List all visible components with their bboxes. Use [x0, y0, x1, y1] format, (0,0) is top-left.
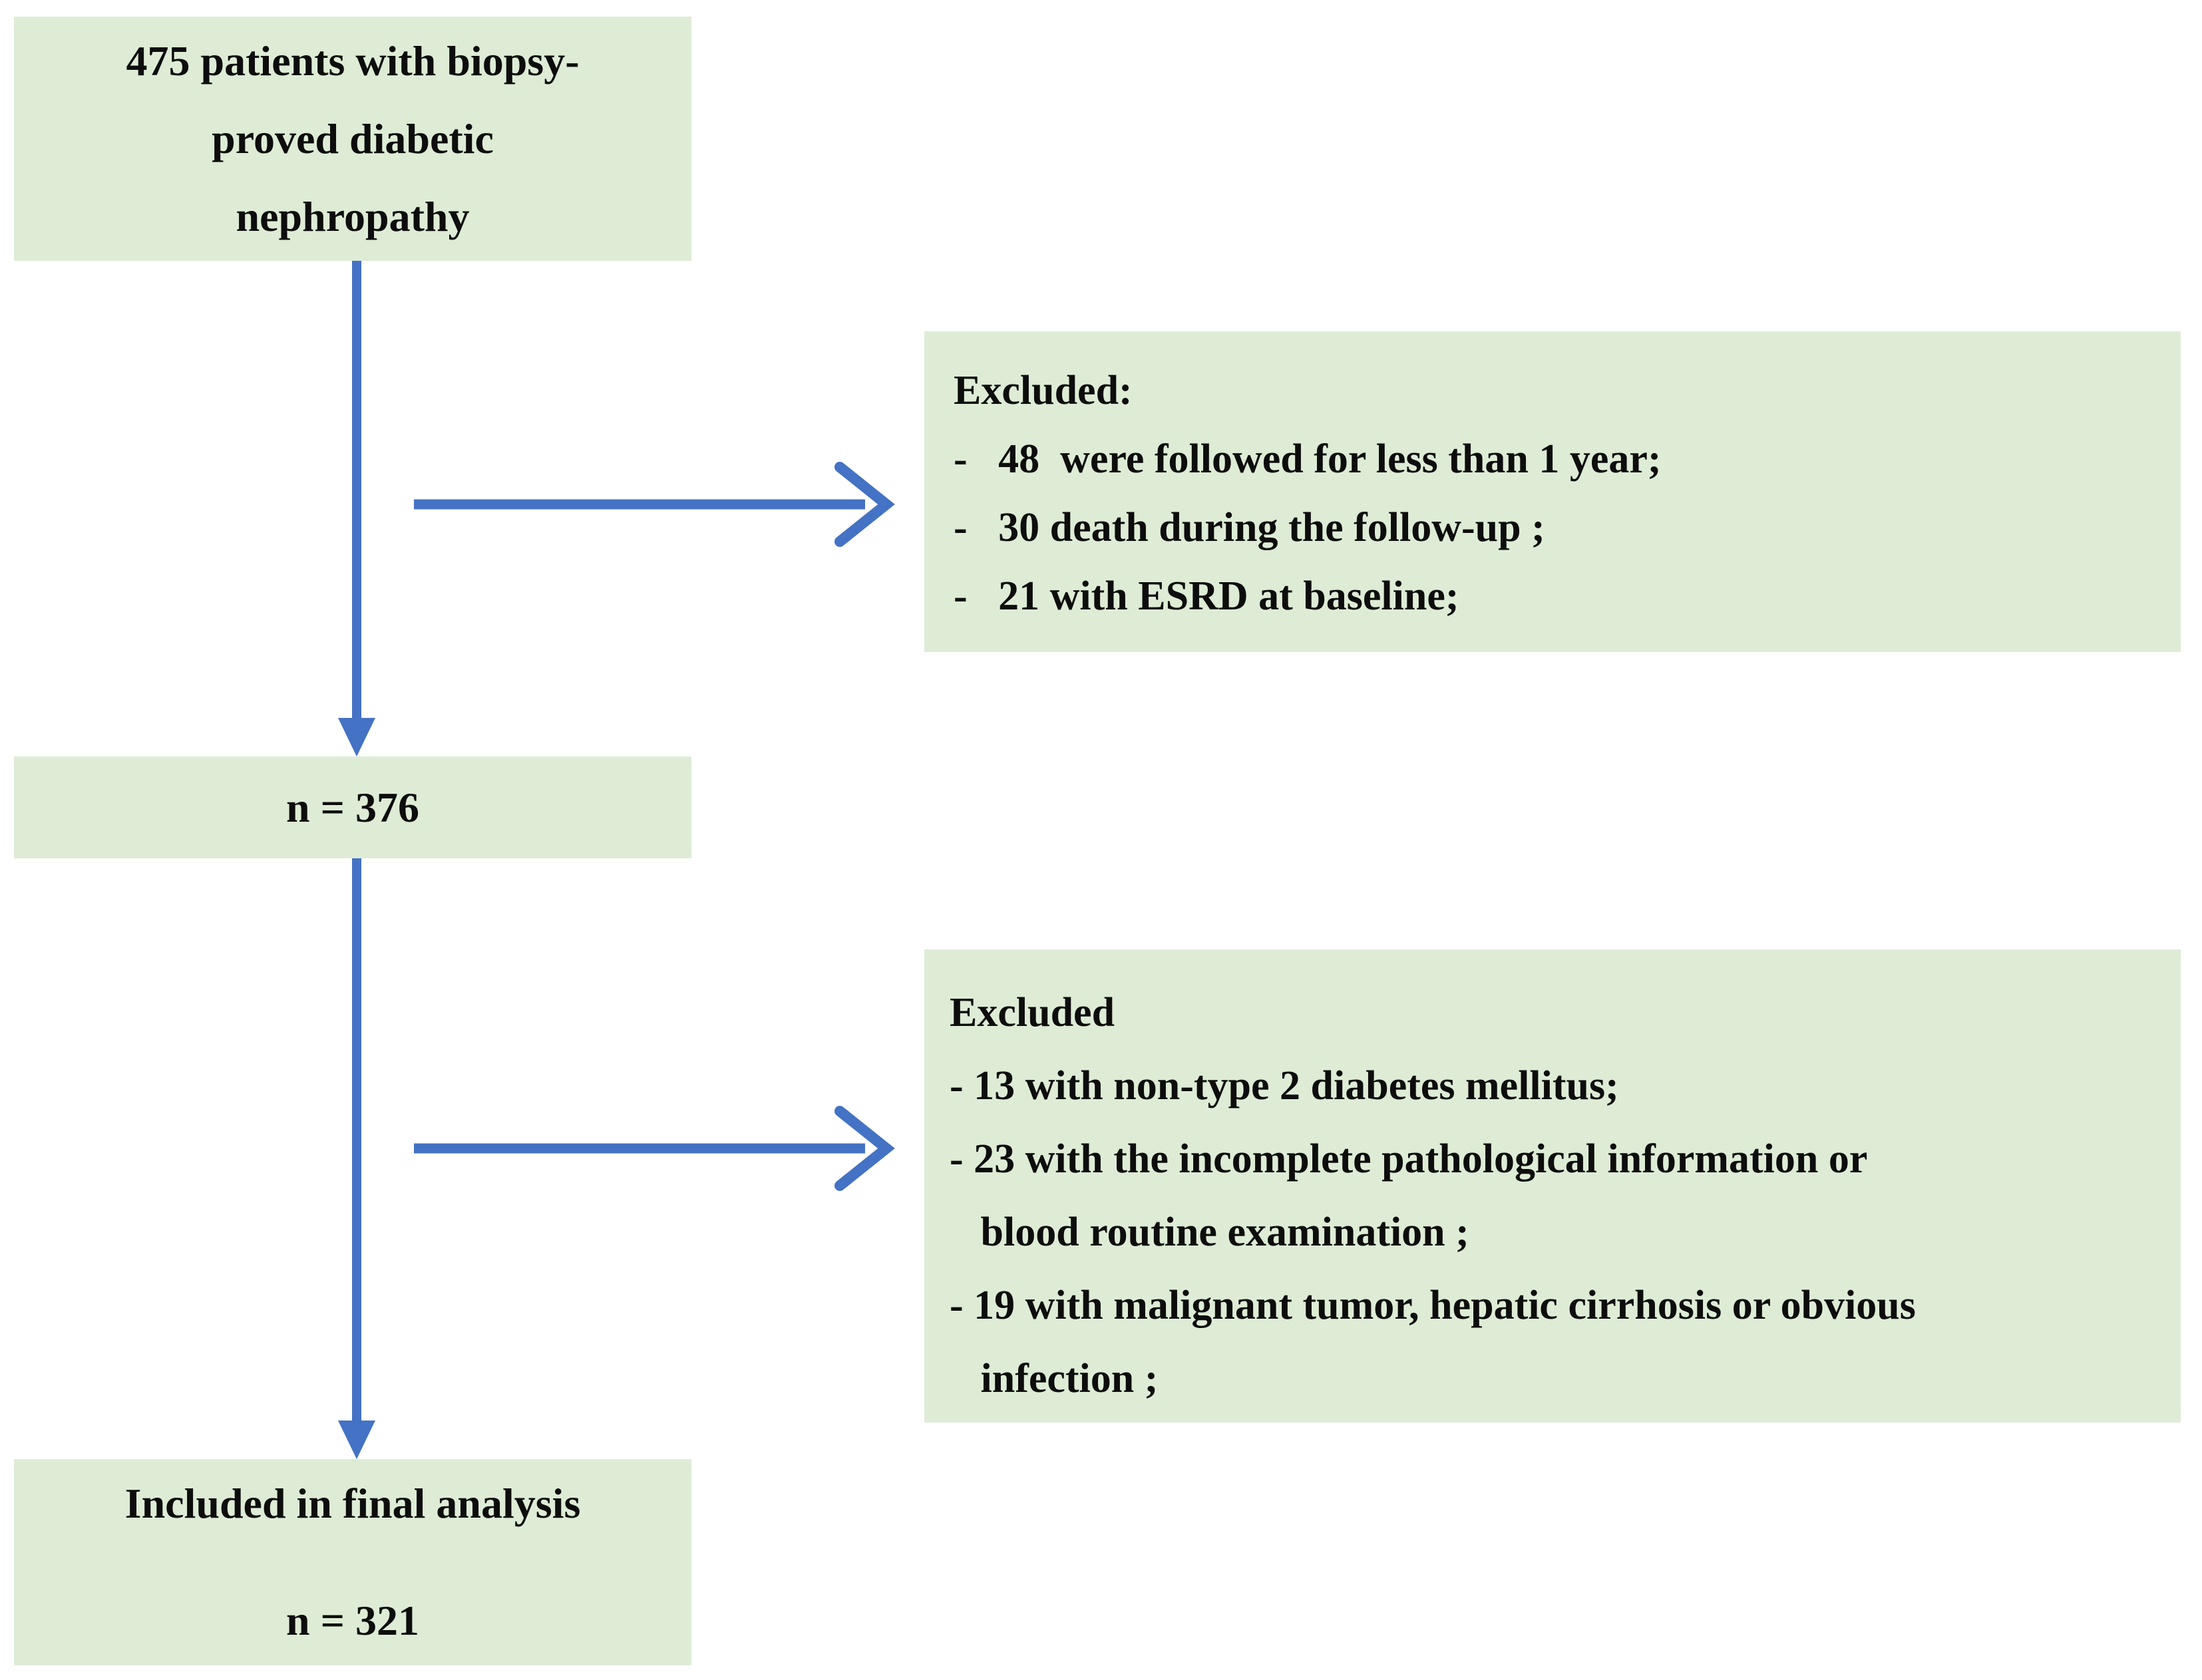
start-box-text: 475 patients with biopsy- [126, 37, 580, 84]
start-box-text: nephropathy [236, 193, 470, 240]
excluded-box-2-item: - 23 with the incomplete pathological in… [950, 1136, 1868, 1182]
start-box: 475 patients with biopsy- proved diabeti… [14, 17, 691, 261]
right-arrow-1-head [834, 462, 895, 547]
down-arrow-2-head [338, 1421, 375, 1459]
final-box-count: n = 321 [285, 1597, 420, 1644]
count-box-label: n = 376 [285, 783, 420, 831]
excluded-box-2-item: blood routine examination ; [950, 1210, 1469, 1255]
final-box-text: Included in final analysis [124, 1480, 581, 1527]
excluded-box-2-title: Excluded [950, 990, 1115, 1035]
down-arrow-1-head [338, 718, 375, 756]
excluded-box-1: Excluded: - 48 were followed for less th… [924, 331, 2181, 652]
excluded-box-2: Excluded - 13 with non-type 2 diabetes m… [924, 949, 2181, 1423]
excluded-box-1-title: Excluded: [954, 368, 1133, 413]
right-arrow-2-head [834, 1106, 895, 1191]
start-box-text: proved diabetic [212, 115, 494, 162]
count-box: n = 376 [14, 756, 691, 858]
excluded-box-1-item: - 30 death during the follow-up ; [954, 505, 1545, 550]
excluded-box-1-item: - 48 were followed for less than 1 year; [954, 436, 1662, 482]
excluded-box-2-item: - 13 with non-type 2 diabetes mellitus; [950, 1063, 1619, 1108]
final-box: Included in final analysis n = 321 [14, 1459, 691, 1665]
excluded-box-1-item: - 21 with ESRD at baseline; [954, 574, 1459, 619]
excluded-box-2-item: - 19 with malignant tumor, hepatic cirrh… [950, 1283, 1916, 1328]
excluded-box-2-item: infection ; [950, 1356, 1159, 1401]
